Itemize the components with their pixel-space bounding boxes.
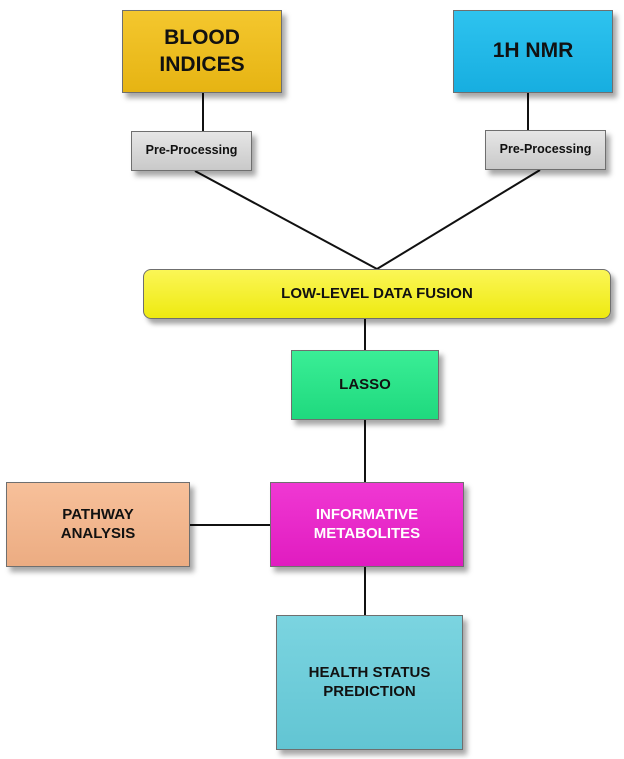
pathway-analysis-box: PATHWAY ANALYSIS (6, 482, 190, 567)
preprocessing-right-box: Pre-Processing (485, 130, 606, 170)
informative-metabolites-box: INFORMATIVE METABOLITES (270, 482, 464, 567)
nmr-box: 1H NMR (453, 10, 613, 93)
preprocessing-left-box: Pre-Processing (131, 131, 252, 171)
edge-preprocessing-right-to-fusion (376, 169, 541, 270)
lasso-label: LASSO (339, 375, 391, 393)
health-status-box: HEALTH STATUS PREDICTION (276, 615, 463, 750)
blood-indices-box: BLOOD INDICES (122, 10, 282, 93)
edge-preprocessing-left-to-fusion (194, 170, 378, 270)
blood-indices-label: BLOOD INDICES (159, 26, 245, 76)
nmr-label: 1H NMR (492, 39, 574, 63)
data-fusion-label: LOW-LEVEL DATA FUSION (281, 284, 473, 302)
preprocessing-left-label: Pre-Processing (145, 143, 238, 158)
pathway-analysis-label: PATHWAY ANALYSIS (60, 505, 136, 542)
informative-metabolites-label: INFORMATIVE METABOLITES (313, 505, 421, 542)
data-fusion-box: LOW-LEVEL DATA FUSION (143, 269, 611, 319)
health-status-label: HEALTH STATUS PREDICTION (308, 663, 431, 700)
preprocessing-right-label: Pre-Processing (499, 142, 592, 157)
lasso-box: LASSO (291, 350, 439, 420)
